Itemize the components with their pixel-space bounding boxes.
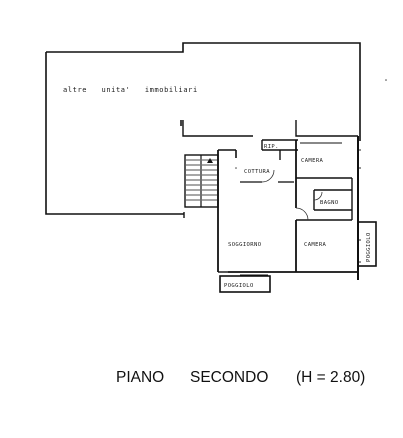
- room-label-soggiorno: SOGGIORNO: [228, 242, 261, 248]
- room-label-bagno: BAGNO: [320, 200, 339, 206]
- room-label-poggiolo-bottom: POGGIOLO: [224, 283, 254, 289]
- doors: [261, 169, 323, 221]
- room-label-ripostiglio: RIP.: [264, 144, 279, 150]
- misc-marks: [180, 79, 387, 169]
- outer-perimeter: [45, 42, 361, 215]
- room-label-camera-bottom: CAMERA: [304, 242, 327, 248]
- apartment-walls: [217, 139, 358, 273]
- balcony-right: [357, 221, 377, 267]
- stairwell: [184, 154, 219, 208]
- caption-height: (H = 2.80): [296, 369, 365, 386]
- room-label-poggiolo-right: POGGIOLO: [366, 232, 372, 262]
- room-label-camera-top: CAMERA: [301, 158, 324, 164]
- caption-floor: PIANO: [116, 369, 164, 386]
- balcony-bottom: [219, 275, 271, 293]
- room-label-cottura: COTTURA: [244, 169, 270, 175]
- label-other-units: altre unita' immobiliari: [63, 86, 198, 94]
- caption-level: SECONDO: [190, 369, 268, 386]
